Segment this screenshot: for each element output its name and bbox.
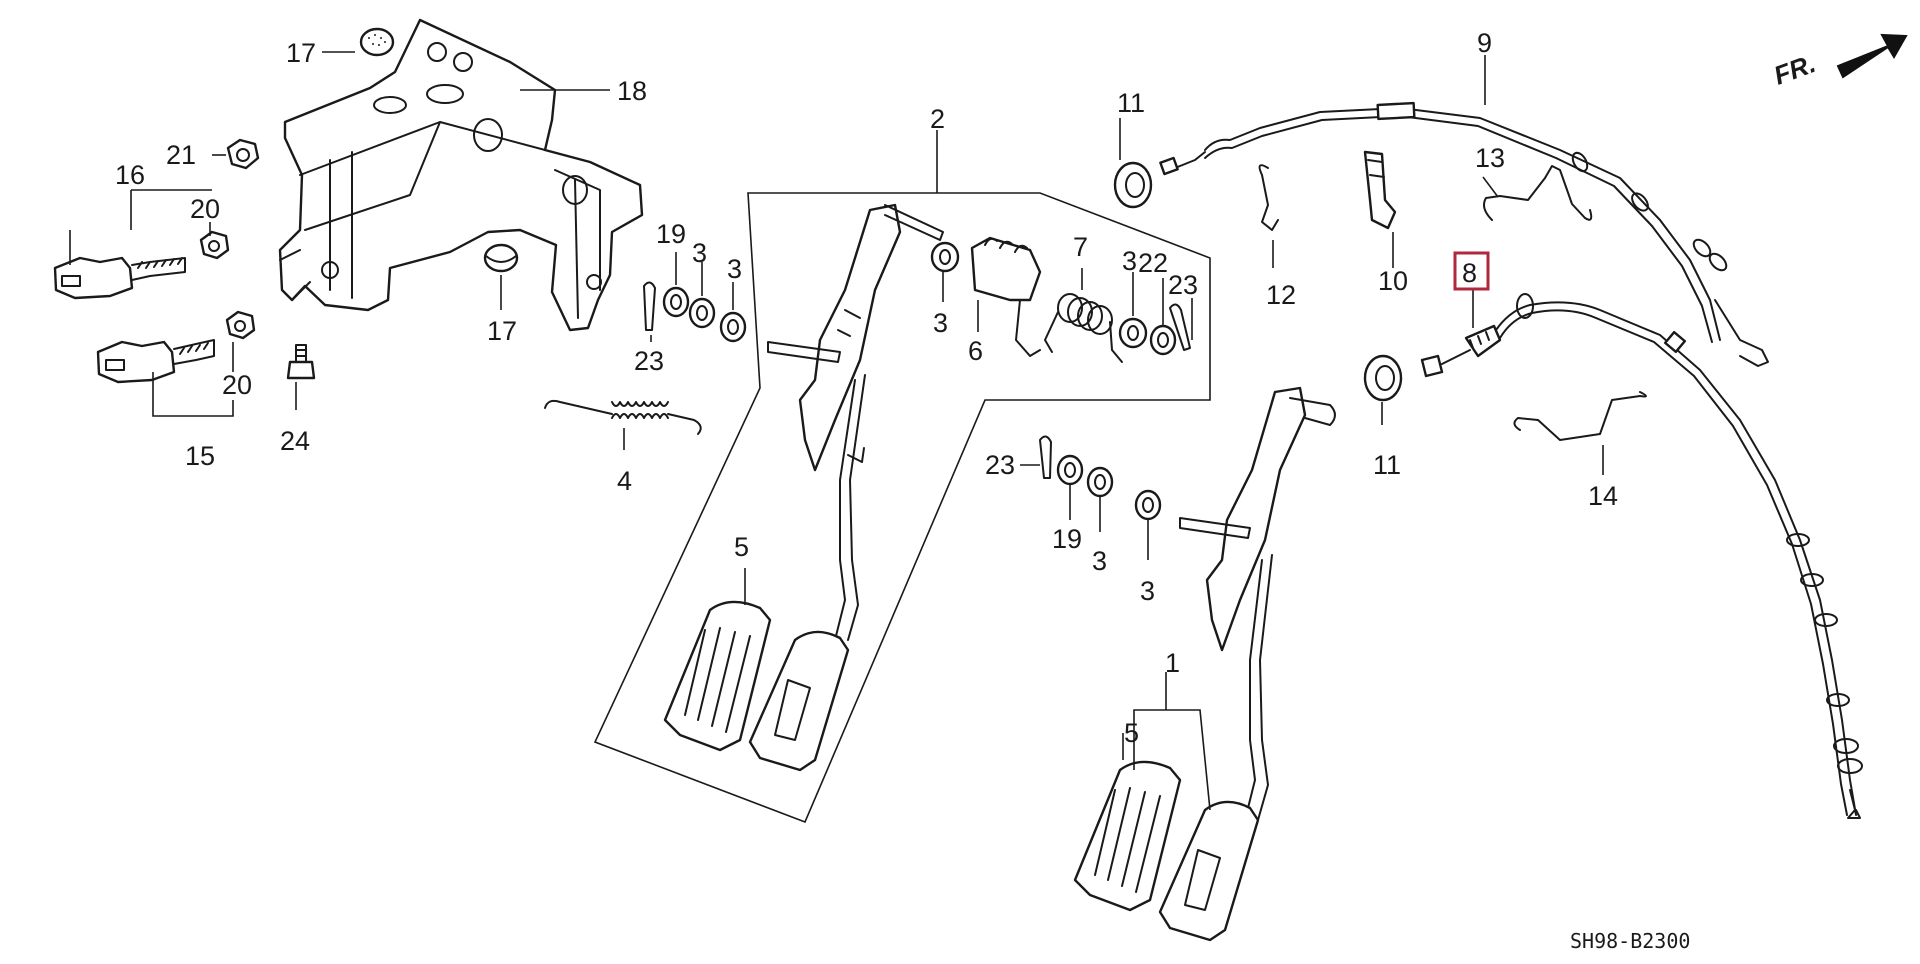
diagram-code: SH98-B2300	[1570, 929, 1690, 953]
front-arrow-icon	[1836, 33, 1908, 79]
callout-21: 21	[166, 140, 196, 170]
callout-22: 22	[1138, 248, 1168, 278]
callout-1: 1	[1165, 648, 1180, 678]
cotter-pin-part-23-mid[interactable]	[1169, 303, 1191, 351]
throttle-cable-part-8[interactable]	[1420, 293, 1863, 819]
callout-3e: 3	[1092, 546, 1107, 576]
pedal-bracket-part-18[interactable]	[278, 18, 644, 332]
callout-labels: 1 2 3 3 3 3 3 3 4 5 5 6 7 8 9 10 11 11 1…	[115, 28, 1618, 748]
nut-part-20-lower[interactable]	[225, 310, 256, 340]
callout-17b: 17	[487, 316, 517, 346]
cotter-pin-part-23-lower[interactable]	[1039, 435, 1052, 479]
switch-part-16[interactable]	[53, 256, 186, 300]
callout-13: 13	[1475, 143, 1505, 173]
washer-part-3-lower-a[interactable]	[1086, 466, 1114, 498]
callout-3c: 3	[933, 308, 948, 338]
torsion-spring-part-7[interactable]	[1044, 293, 1123, 363]
washer-part-3-right[interactable]	[1118, 317, 1148, 349]
callout-11b: 11	[1373, 450, 1401, 480]
callout-19a: 19	[656, 219, 686, 249]
pedal-lever-part-1[interactable]	[1179, 386, 1336, 821]
callout-10: 10	[1378, 266, 1408, 296]
plug-part-17-lower[interactable]	[483, 243, 519, 273]
callout-16: 16	[115, 160, 145, 190]
nut-part-20-upper[interactable]	[199, 230, 230, 260]
pedal-pad-part-5-lower-left[interactable]	[1073, 760, 1182, 912]
grommet-part-11-upper[interactable]	[1113, 161, 1153, 209]
callout-23c: 23	[985, 450, 1015, 480]
washer-part-3-upper-b[interactable]	[719, 311, 747, 343]
return-spring-part-4[interactable]	[544, 399, 702, 435]
washer-part-19-upper[interactable]	[662, 286, 690, 318]
washer-part-3-center[interactable]	[930, 241, 960, 273]
cable-bracket-part-13[interactable]	[1483, 165, 1593, 221]
pedal-pad-part-1-lower-right[interactable]	[1158, 800, 1260, 942]
cable-clip-part-10[interactable]	[1363, 150, 1397, 230]
callout-14: 14	[1588, 481, 1618, 511]
callout-8-highlight-box[interactable]	[1453, 251, 1490, 291]
callout-12: 12	[1266, 280, 1296, 310]
callout-9: 9	[1477, 28, 1492, 58]
callout-6: 6	[968, 336, 983, 366]
pedal-pad-part-5-upper-left[interactable]	[663, 600, 772, 752]
switch-part-15[interactable]	[96, 339, 215, 384]
cable-bracket-part-14[interactable]	[1513, 391, 1647, 441]
washer-part-22[interactable]	[1149, 324, 1177, 356]
cable-clip-part-12[interactable]	[1258, 164, 1279, 231]
callout-3f: 3	[1140, 576, 1155, 606]
assembly-2-outline	[593, 192, 1211, 824]
callout-8: 8	[1462, 258, 1477, 288]
callout-5b: 5	[1124, 718, 1139, 748]
grommet-part-11-lower[interactable]	[1363, 354, 1403, 402]
leader-lines	[69, 51, 1604, 811]
callout-20b: 20	[222, 370, 252, 400]
washer-part-3-lower-b[interactable]	[1134, 489, 1162, 521]
bracket-part-6[interactable]	[970, 236, 1042, 357]
callout-3d: 3	[1122, 246, 1137, 276]
callout-15: 15	[185, 441, 215, 471]
callout-11a: 11	[1117, 88, 1145, 118]
callout-4: 4	[617, 466, 632, 496]
front-label: FR.	[1770, 48, 1820, 91]
callout-23a: 23	[634, 346, 664, 376]
callout-18: 18	[617, 76, 647, 106]
washer-part-19-lower[interactable]	[1056, 454, 1084, 486]
callout-2: 2	[930, 104, 945, 134]
throttle-cable-part-9[interactable]	[1159, 101, 1769, 367]
front-direction-indicator: FR.	[1770, 33, 1908, 91]
callout-20a: 20	[190, 194, 220, 224]
nut-part-21[interactable]	[226, 138, 260, 170]
bolt-part-24[interactable]	[286, 344, 316, 380]
washer-part-3-upper-a[interactable]	[688, 297, 716, 329]
callout-3b: 3	[727, 254, 742, 284]
cotter-pin-part-23-upper[interactable]	[643, 281, 656, 331]
callout-3a: 3	[692, 238, 707, 268]
callout-17a: 17	[286, 38, 316, 68]
pedal-pad-part-2-upper-right[interactable]	[748, 630, 850, 772]
plug-part-17-top[interactable]	[359, 27, 395, 57]
pedal-lever-part-2[interactable]	[767, 203, 944, 641]
callout-24: 24	[280, 426, 310, 456]
callout-23b: 23	[1168, 270, 1198, 300]
callout-5a: 5	[734, 532, 749, 562]
callout-7: 7	[1073, 232, 1088, 262]
callout-19b: 19	[1052, 524, 1082, 554]
